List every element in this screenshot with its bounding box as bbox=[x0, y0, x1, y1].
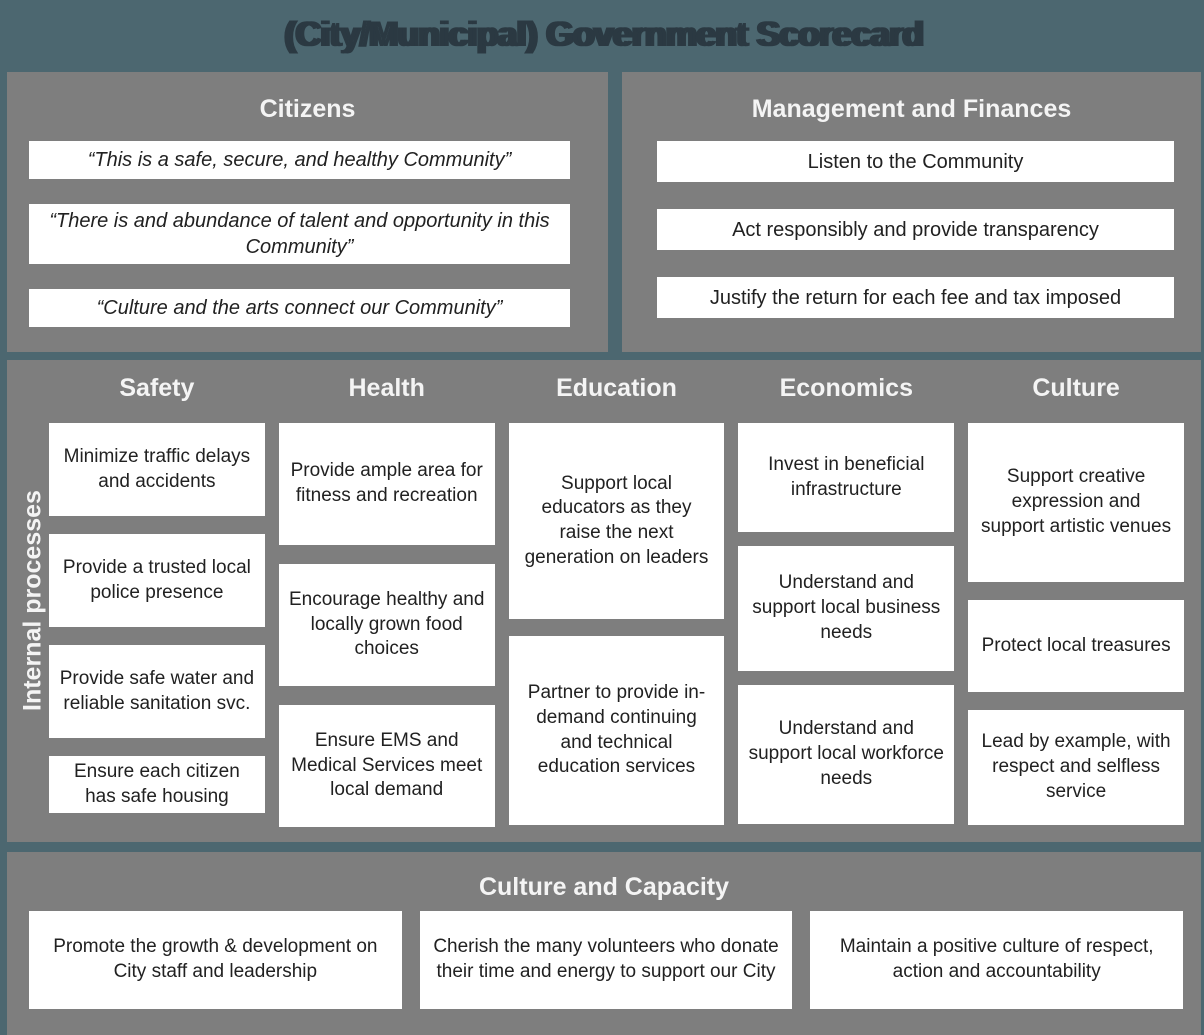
culture-capacity-panel: Culture and Capacity Promote the growth … bbox=[7, 852, 1201, 1035]
management-finances-header: Management and Finances bbox=[751, 95, 1072, 123]
culture-cards: Support creative expression and support … bbox=[968, 423, 1184, 825]
column-health: Health Provide ample area for fitness an… bbox=[278, 374, 495, 827]
page-title: (City/Municipal) Government Scorecard bbox=[282, 15, 922, 54]
management-card: Listen to the Community bbox=[657, 141, 1174, 182]
economics-card: Understand and support local workforce n… bbox=[738, 685, 955, 824]
management-card: Justify the return for each fee and tax … bbox=[657, 277, 1174, 318]
culture-capacity-cards: Promote the growth & development on City… bbox=[29, 911, 1184, 1009]
culture-card: Lead by example, with respect and selfle… bbox=[968, 710, 1184, 825]
health-header: Health bbox=[348, 374, 425, 402]
title-band: (City/Municipal) Government Scorecard bbox=[0, 0, 1204, 70]
culture-card: Protect local treasures bbox=[968, 600, 1184, 692]
culture-capacity-card: Cherish the many volunteers who donate t… bbox=[419, 911, 793, 1009]
safety-card: Ensure each citizen has safe housing bbox=[49, 756, 265, 814]
citizens-card: “This is a safe, secure, and healthy Com… bbox=[29, 141, 570, 179]
education-card: Support local educators as they raise th… bbox=[508, 423, 725, 619]
column-safety: Safety Minimize traffic delays and accid… bbox=[49, 374, 265, 827]
citizens-card: “There is and abundance of talent and op… bbox=[29, 204, 570, 264]
economics-card: Understand and support local business ne… bbox=[738, 546, 955, 671]
management-finances-cards: Listen to the Community Act responsibly … bbox=[657, 141, 1174, 318]
column-economics: Economics Invest in beneficial infrastru… bbox=[738, 374, 955, 827]
culture-capacity-card: Promote the growth & development on City… bbox=[29, 911, 402, 1009]
internal-processes-panel: Internal processes Safety Minimize traff… bbox=[7, 360, 1201, 842]
education-card: Partner to provide in-demand continuing … bbox=[508, 636, 725, 825]
internal-processes-columns: Safety Minimize traffic delays and accid… bbox=[49, 374, 1184, 827]
safety-cards: Minimize traffic delays and accidents Pr… bbox=[49, 423, 265, 814]
economics-cards: Invest in beneficial infrastructure Unde… bbox=[738, 423, 955, 824]
citizens-header: Citizens bbox=[259, 95, 356, 123]
education-header: Education bbox=[556, 374, 677, 402]
economics-header: Economics bbox=[779, 374, 913, 402]
health-card: Ensure EMS and Medical Services meet loc… bbox=[278, 705, 495, 827]
safety-card: Provide a trusted local police presence bbox=[49, 534, 265, 627]
culture-capacity-card: Maintain a positive culture of respect, … bbox=[810, 911, 1184, 1009]
management-finances-panel: Management and Finances Listen to the Co… bbox=[622, 72, 1201, 352]
safety-header: Safety bbox=[119, 374, 195, 402]
economics-card: Invest in beneficial infrastructure bbox=[738, 423, 955, 532]
health-card: Encourage healthy and locally grown food… bbox=[278, 564, 495, 686]
management-card: Act responsibly and provide transparency bbox=[657, 209, 1174, 250]
safety-card: Provide safe water and reliable sanitati… bbox=[49, 645, 265, 738]
education-cards: Support local educators as they raise th… bbox=[508, 423, 725, 825]
culture-card: Support creative expression and support … bbox=[968, 423, 1184, 582]
citizens-card: “Culture and the arts connect our Commun… bbox=[29, 289, 570, 327]
health-cards: Provide ample area for fitness and recre… bbox=[278, 423, 495, 827]
culture-header: Culture bbox=[1032, 374, 1120, 402]
citizens-panel: Citizens “This is a safe, secure, and he… bbox=[7, 72, 608, 352]
internal-processes-side-label: Internal processes bbox=[18, 490, 47, 712]
column-culture: Culture Support creative expression and … bbox=[968, 374, 1184, 827]
column-education: Education Support local educators as the… bbox=[508, 374, 725, 827]
health-card: Provide ample area for fitness and recre… bbox=[278, 423, 495, 545]
safety-card: Minimize traffic delays and accidents bbox=[49, 423, 265, 516]
culture-capacity-header: Culture and Capacity bbox=[478, 873, 730, 901]
citizens-cards: “This is a safe, secure, and healthy Com… bbox=[29, 141, 570, 327]
